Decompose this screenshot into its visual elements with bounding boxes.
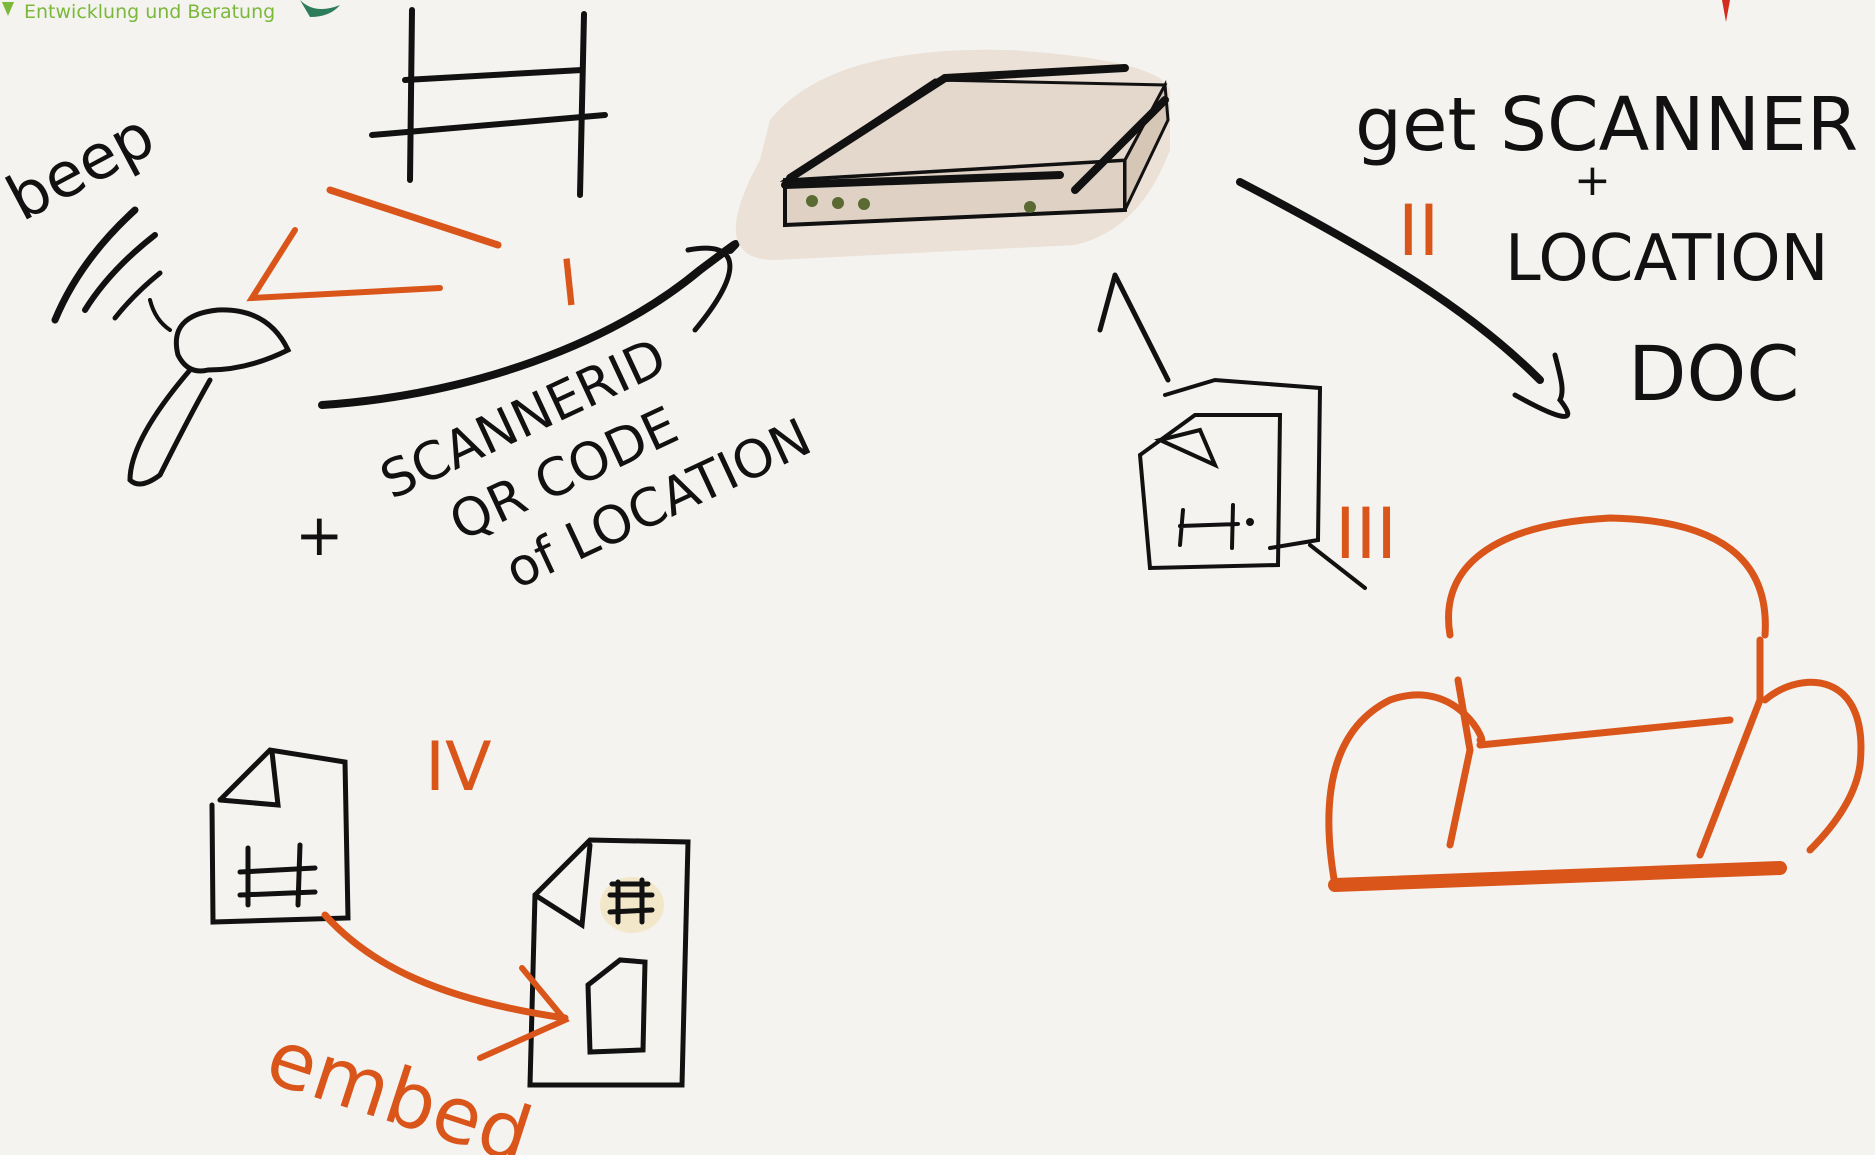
doc-label: DOC	[1628, 329, 1799, 418]
document-stack-icon	[1140, 380, 1320, 568]
led-2-icon	[832, 197, 844, 209]
server-icon	[736, 50, 1170, 260]
arrow-server-to-documents	[1100, 275, 1168, 380]
step-1-label: I	[556, 246, 583, 322]
beep-label: beep	[0, 98, 166, 235]
arrow-embed	[325, 915, 565, 1018]
led-1-icon	[806, 195, 818, 207]
arrow-server-to-request	[1240, 182, 1540, 380]
step-4-label: IV	[425, 728, 492, 807]
led-3-icon	[858, 198, 870, 210]
barcode-scanner-icon	[130, 300, 288, 484]
brand-tagline: Entwicklung und Beratung	[24, 1, 275, 23]
armchair-icon	[1329, 518, 1861, 885]
scan-beam-icon	[252, 190, 498, 298]
corner-mark-icon	[1722, 0, 1730, 22]
led-4-icon	[1024, 201, 1036, 213]
location-label: LOCATION	[1505, 222, 1828, 296]
container-document-icon	[530, 840, 688, 1085]
brand-logo: Entwicklung und Beratung	[2, 0, 340, 23]
document-icon	[212, 750, 348, 922]
step-2-label: II	[1398, 190, 1439, 272]
embed-label: embed	[256, 1012, 542, 1155]
step-3-label: III	[1335, 493, 1397, 575]
qr-code-icon	[372, 10, 605, 195]
plus-label: +	[295, 501, 344, 569]
plus-small-label: +	[1574, 155, 1611, 206]
beep-waves-icon	[55, 210, 160, 320]
